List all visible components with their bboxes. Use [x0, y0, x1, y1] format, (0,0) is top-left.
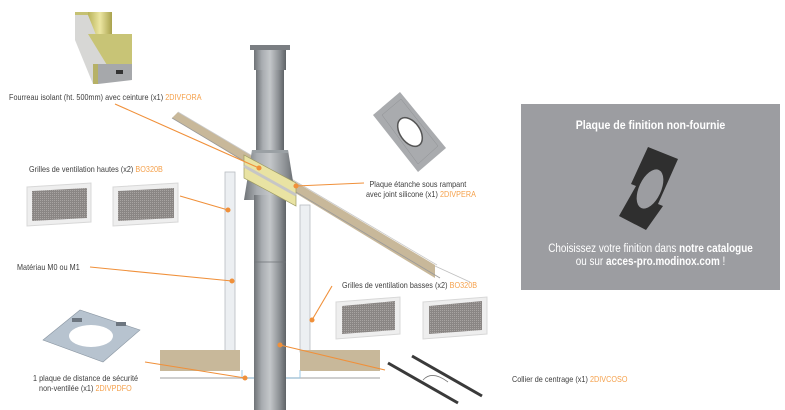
label-fourreau-text: Fourreau isolant (ht. 500mm) avec ceintu… — [9, 92, 164, 102]
label-materiau: Matériau M0 ou M1 — [17, 262, 80, 272]
flue-pipe — [244, 45, 296, 410]
label-grilles-hautes-text: Grilles de ventilation hautes (x2) — [29, 164, 134, 174]
panel-text-line1: Choisissez votre finition dans — [548, 243, 680, 255]
ref-grilles-basses: BO320B — [449, 280, 478, 290]
ref-collier: 2DIVCOSO — [589, 374, 628, 384]
label-grilles-basses-text: Grilles de ventilation basses (x2) — [342, 280, 448, 290]
ref-fourreau: 2DIVFORA — [165, 92, 202, 102]
label-collier: Collier de centrage (x1) 2DIVCOSO — [512, 374, 628, 384]
panel-catalogue-link[interactable]: notre catalogue — [679, 243, 753, 255]
grilles-basses-images — [335, 296, 488, 340]
finition-panel: Plaque de finition non-fournie Choisisse… — [521, 104, 780, 290]
ref-grilles-hautes: BO320B — [135, 164, 163, 174]
label-materiau-text: Matériau M0 ou M1 — [17, 262, 80, 272]
ref-plaque-distance: 2DIVPDFO — [95, 383, 132, 393]
roof-and-walls — [160, 111, 471, 379]
label-plaque-distance-line1: 1 plaque de distance de sécurité — [33, 373, 139, 383]
label-plaque-etanche-line1: Plaque étanche sous rampant — [369, 179, 467, 189]
panel-text-line2: ou sur — [575, 256, 606, 268]
label-fourreau: Fourreau isolant (ht. 500mm) avec ceintu… — [9, 92, 202, 102]
fourreau-image — [75, 12, 132, 84]
label-plaque-etanche: Plaque étanche sous rampant avec joint s… — [366, 179, 476, 199]
label-collier-text: Collier de centrage (x1) — [512, 374, 588, 384]
label-plaque-distance-line2: non-ventilée (x1) — [39, 383, 94, 393]
ref-plaque-etanche: 2DIVPERA — [439, 189, 476, 199]
panel-text: Choisissez votre finition dans notre cat… — [539, 243, 762, 269]
leader-lines — [89, 103, 386, 381]
collier-image — [387, 354, 483, 405]
panel-title: Plaque de finition non-fournie — [575, 118, 726, 132]
plaque-distance-image — [42, 309, 141, 363]
label-plaque-distance: 1 plaque de distance de sécurité non-ven… — [33, 373, 138, 393]
label-plaque-etanche-line2: avec joint silicone (x1) — [366, 189, 438, 199]
plaque-etanche-image — [373, 92, 446, 172]
grilles-hautes-images — [26, 182, 179, 227]
panel-text-suffix: ! — [719, 256, 726, 268]
finition-plate-icon — [619, 147, 678, 230]
label-grilles-hautes: Grilles de ventilation hautes (x2) BO320… — [29, 164, 163, 174]
panel-website-link[interactable]: acces-pro.modinox.com — [605, 256, 720, 268]
label-grilles-basses: Grilles de ventilation basses (x2) BO320… — [342, 280, 477, 290]
